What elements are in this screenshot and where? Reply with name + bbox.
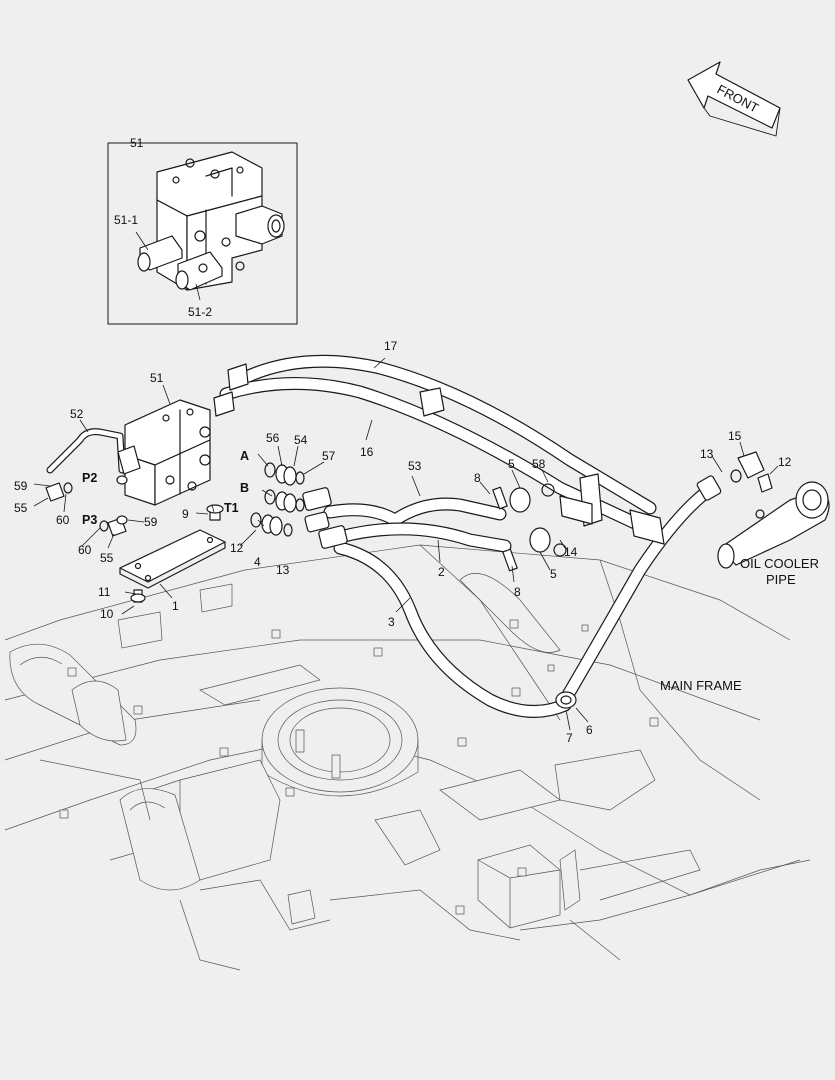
callout-17: 17: [384, 339, 398, 353]
callout-9: 9: [182, 507, 189, 521]
callout-1: 1: [172, 599, 179, 613]
callout-6: 6: [586, 723, 593, 737]
callout-60: 60: [56, 513, 70, 527]
front-direction-arrow: FRONT: [687, 61, 781, 137]
callout-51: 51: [150, 371, 164, 385]
callout-13: 13: [700, 447, 714, 461]
main-frame-label: MAIN FRAME: [660, 678, 742, 693]
port-label-a: A: [240, 449, 249, 463]
callout-15: 15: [728, 429, 742, 443]
port-label-p3: P3: [82, 513, 97, 527]
hoses: [46, 354, 722, 718]
callout-13: 13: [276, 563, 290, 577]
callout-5: 5: [508, 457, 515, 471]
callout-8: 8: [514, 585, 521, 599]
callout-12: 12: [230, 541, 244, 555]
callout-52: 52: [70, 407, 84, 421]
callout-14: 14: [564, 545, 578, 559]
callout-16: 16: [360, 445, 374, 459]
part-labels: 51 51-1 51-2 A B T1 P2 P3 51 52 59 55 60…: [14, 136, 819, 745]
callout-4: 4: [254, 555, 261, 569]
callout-55: 55: [100, 551, 114, 565]
callout-8: 8: [474, 471, 481, 485]
port-label-t1: T1: [224, 501, 239, 515]
callout-55: 55: [14, 501, 28, 515]
callout-12: 12: [778, 455, 792, 469]
oil-cooler-label-line1: OIL COOLER: [740, 556, 819, 571]
oil-cooler-label-line2: PIPE: [766, 572, 796, 587]
inset-callout: 51: [130, 136, 144, 150]
port-label-p2: P2: [82, 471, 97, 485]
callout-10: 10: [100, 607, 114, 621]
callout-60: 60: [78, 543, 92, 557]
main-frame-drawing: [4, 544, 811, 971]
callout-59: 59: [14, 479, 28, 493]
callout-7: 7: [566, 731, 573, 745]
inset-label-51-2: 51-2: [188, 305, 212, 319]
callout-57: 57: [322, 449, 336, 463]
callout-11: 11: [98, 585, 111, 599]
callout-56: 56: [266, 431, 280, 445]
leader-lines: [33, 357, 779, 731]
callout-5: 5: [550, 567, 557, 581]
callout-59: 59: [144, 515, 158, 529]
callout-54: 54: [294, 433, 308, 447]
fittings: [45, 451, 830, 572]
callout-2: 2: [438, 565, 445, 579]
callout-58: 58: [532, 457, 546, 471]
callout-53: 53: [408, 459, 422, 473]
inset-label-51-1: 51-1: [114, 213, 138, 227]
callout-3: 3: [388, 615, 395, 629]
port-label-b: B: [240, 481, 249, 495]
inset-valve-detail: [107, 142, 298, 325]
